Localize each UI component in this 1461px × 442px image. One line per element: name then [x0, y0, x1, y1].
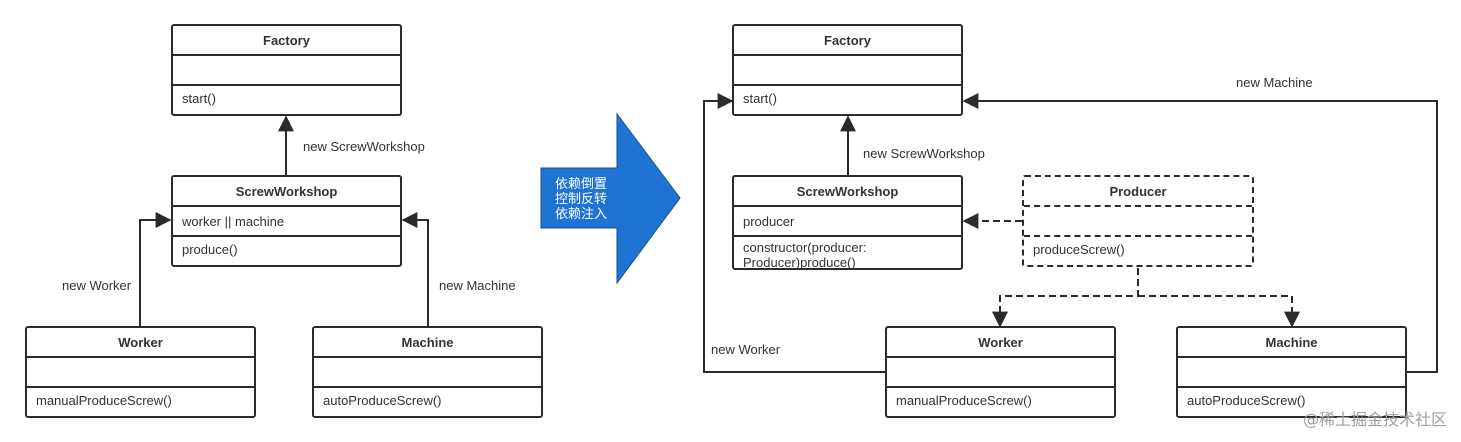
right-label-new-screwworkshop: new ScrewWorkshop	[863, 146, 985, 161]
right-worker-class: Worker manualProduceScrew()	[885, 326, 1116, 418]
class-operations: autoProduceScrew()	[1187, 393, 1306, 408]
left-screwworkshop-class: ScrewWorkshop worker || machine produce(…	[171, 175, 402, 267]
right-label-new-worker: new Worker	[711, 342, 781, 357]
class-attributes: worker || machine	[173, 207, 400, 237]
class-attributes	[173, 56, 400, 86]
class-attributes	[734, 56, 961, 86]
left-label-new-screwworkshop: new ScrewWorkshop	[303, 139, 425, 154]
left-label-new-worker: new Worker	[62, 278, 132, 293]
class-attributes	[1178, 358, 1405, 388]
class-name: Machine	[314, 328, 541, 358]
center-big-arrow	[540, 112, 681, 285]
class-name: Worker	[27, 328, 254, 358]
class-operations: manualProduceScrew()	[36, 393, 172, 408]
watermark: @稀土掘金技术社区	[1302, 410, 1447, 429]
class-name: Factory	[173, 26, 400, 56]
class-name: Producer	[1024, 177, 1252, 207]
center-arrow-line1: 依赖倒置	[554, 176, 607, 191]
class-operations: produceScrew()	[1033, 242, 1125, 257]
class-name: Machine	[1178, 328, 1405, 358]
right-producer-to-machine-dashed	[1138, 295, 1300, 328]
class-name: ScrewWorkshop	[173, 177, 400, 207]
left-label-new-machine: new Machine	[439, 278, 516, 293]
class-attributes: producer	[734, 207, 961, 237]
left-worker-class: Worker manualProduceScrew()	[25, 326, 256, 418]
class-name: Factory	[734, 26, 961, 56]
class-operations: start()	[743, 91, 777, 106]
left-factory-class: Factory start()	[171, 24, 402, 116]
class-name: ScrewWorkshop	[734, 177, 961, 207]
center-arrow-line2: 控制反转	[554, 191, 607, 206]
right-machine-class: Machine autoProduceScrew()	[1176, 326, 1407, 418]
right-screwworkshop-class: ScrewWorkshop producer constructor(produ…	[732, 175, 963, 270]
class-operations: autoProduceScrew()	[323, 393, 442, 408]
right-factory-class: Factory start()	[732, 24, 963, 116]
right-worker-to-factory-arrow	[703, 93, 885, 373]
class-operations: produce()	[182, 242, 238, 257]
class-attributes	[887, 358, 1114, 388]
class-operations: constructor(producer: Producer)produce()	[743, 240, 867, 270]
left-machine-class: Machine autoProduceScrew()	[312, 326, 543, 418]
class-attributes	[27, 358, 254, 388]
center-arrow-label: 依赖倒置 控制反转 依赖注入	[551, 176, 611, 221]
class-name: Worker	[887, 328, 1114, 358]
left-worker-to-screw-arrow	[139, 212, 172, 327]
right-producer-to-worker-dashed	[992, 268, 1139, 328]
left-machine-to-screw-arrow	[401, 212, 429, 327]
class-operations: start()	[182, 91, 216, 106]
class-attributes	[314, 358, 541, 388]
right-label-new-machine: new Machine	[1236, 75, 1313, 90]
class-operations: manualProduceScrew()	[896, 393, 1032, 408]
right-machine-to-factory-arrow	[962, 93, 1438, 373]
right-producer-interface: Producer produceScrew()	[1022, 175, 1254, 267]
center-arrow-line3: 依赖注入	[554, 206, 607, 221]
class-attributes	[1024, 207, 1252, 237]
